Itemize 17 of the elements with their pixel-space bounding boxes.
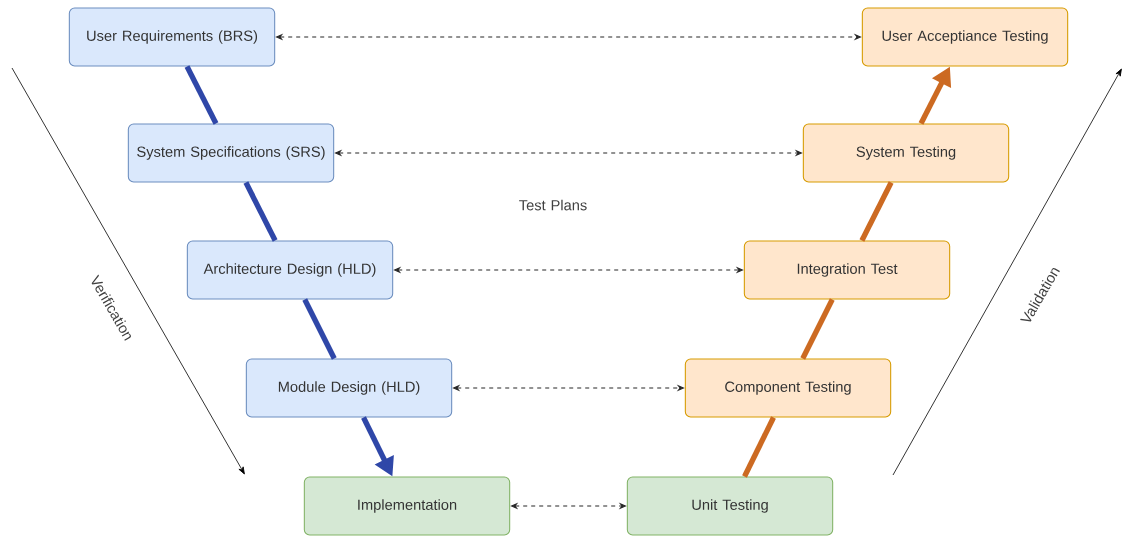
connector-line [742,416,776,478]
process-box: Component Testing [684,358,892,418]
connector-line [800,298,835,360]
process-box: Architecture Design (HLD) [186,240,394,300]
process-box: Module Design (HLD) [245,358,453,418]
connector-line [859,181,894,242]
connector-line [184,65,219,125]
process-box: System Specifications (SRS) [127,123,335,183]
process-box: User Acceptiance Testing [861,7,1069,67]
process-box: Unit Testing [626,476,834,536]
process-box: System Testing [802,123,1010,183]
process-box: Implementation [303,476,511,536]
connector-line [243,181,278,242]
process-box: User Requirements (BRS) [68,7,276,67]
text-label: Test Plans [519,199,587,211]
process-box: Integration Test [743,240,951,300]
connector-line [302,298,337,360]
